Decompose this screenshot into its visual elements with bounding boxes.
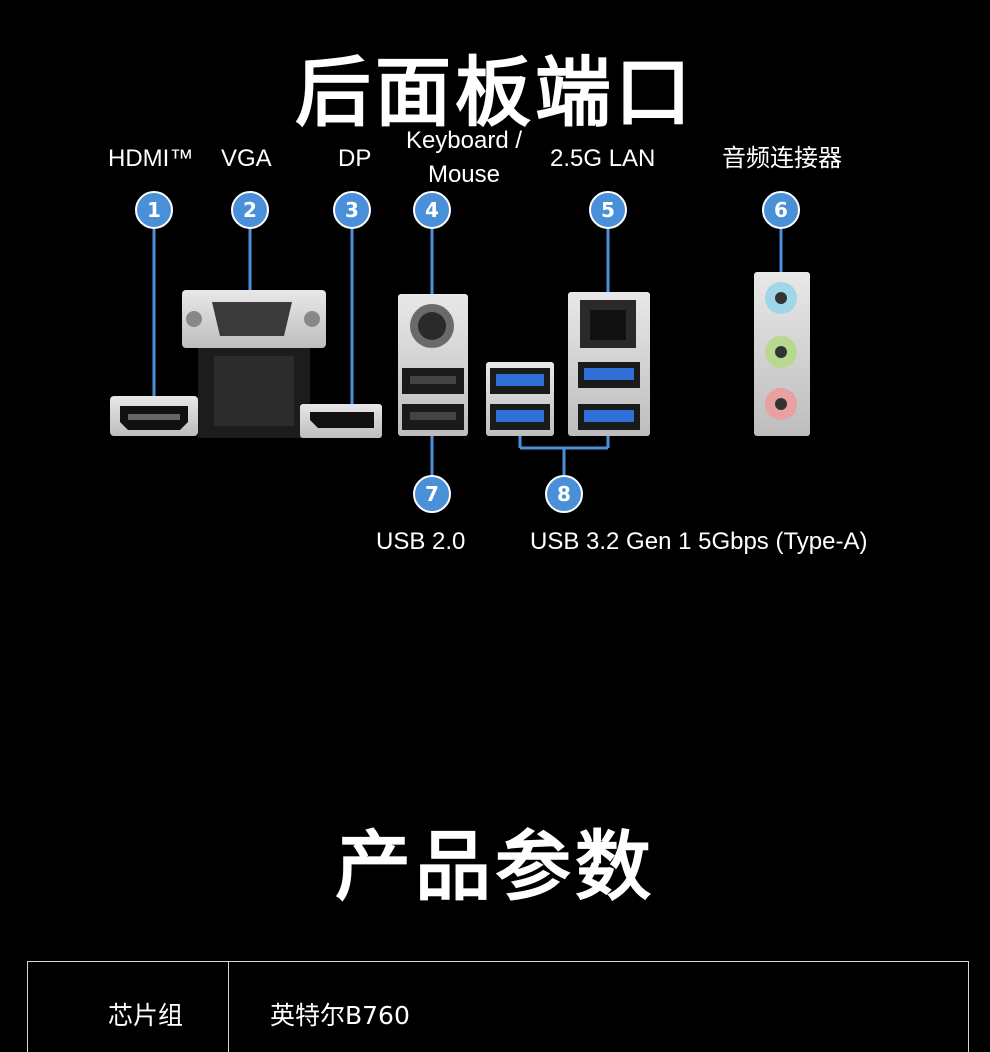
port-label-usb2: USB 2.0: [376, 528, 466, 555]
badge-number: 3: [345, 198, 359, 222]
displayport-port-icon: [300, 404, 382, 438]
rear-panel-title: 后面板端口: [295, 48, 695, 137]
badge-2: 2: [231, 191, 269, 229]
badge-number: 1: [147, 198, 161, 222]
badge-number: 4: [425, 198, 439, 222]
badge-number: 2: [243, 198, 257, 222]
badge-1: 1: [135, 191, 173, 229]
audio-jacks-icon: [754, 272, 810, 436]
port-label-vga: VGA: [221, 145, 272, 172]
badge-number: 8: [557, 482, 571, 506]
badge-4: 4: [413, 191, 451, 229]
lan-usb3-stack-icon: [568, 292, 650, 436]
spec-key-chipset: 芯片组: [108, 1001, 184, 1030]
port-label-usb3: USB 3.2 Gen 1 5Gbps (Type-A): [530, 528, 868, 555]
badge-number: 6: [774, 198, 788, 222]
badge-number: 5: [601, 198, 615, 222]
badge-5: 5: [589, 191, 627, 229]
usb3-pair-icon: [486, 362, 554, 436]
port-label-dp: DP: [338, 145, 372, 172]
spec-value-chipset: 英特尔B760: [270, 1001, 410, 1030]
table-divider: [228, 962, 229, 1052]
badge-6: 6: [762, 191, 800, 229]
badge-3: 3: [333, 191, 371, 229]
port-label-audio: 音频连接器: [722, 145, 842, 172]
rear-panel-illustration: 1 2 3 4 5 6 7 8: [110, 191, 810, 513]
specs-title: 产品参数: [335, 822, 655, 911]
port-label-keyboard-mouse: Keyboard / Mouse: [405, 127, 523, 188]
hdmi-port-icon: [110, 396, 198, 436]
badge-number: 7: [425, 482, 439, 506]
badge-7: 7: [413, 475, 451, 513]
badge-8: 8: [545, 475, 583, 513]
vga-port-icon: [182, 290, 326, 438]
specs-table: 芯片组 英特尔B760: [27, 961, 969, 1052]
port-label-lan: 2.5G LAN: [550, 145, 656, 172]
ps2-usb2-stack-icon: [398, 294, 468, 436]
port-label-hdmi: HDMI™: [108, 145, 194, 172]
